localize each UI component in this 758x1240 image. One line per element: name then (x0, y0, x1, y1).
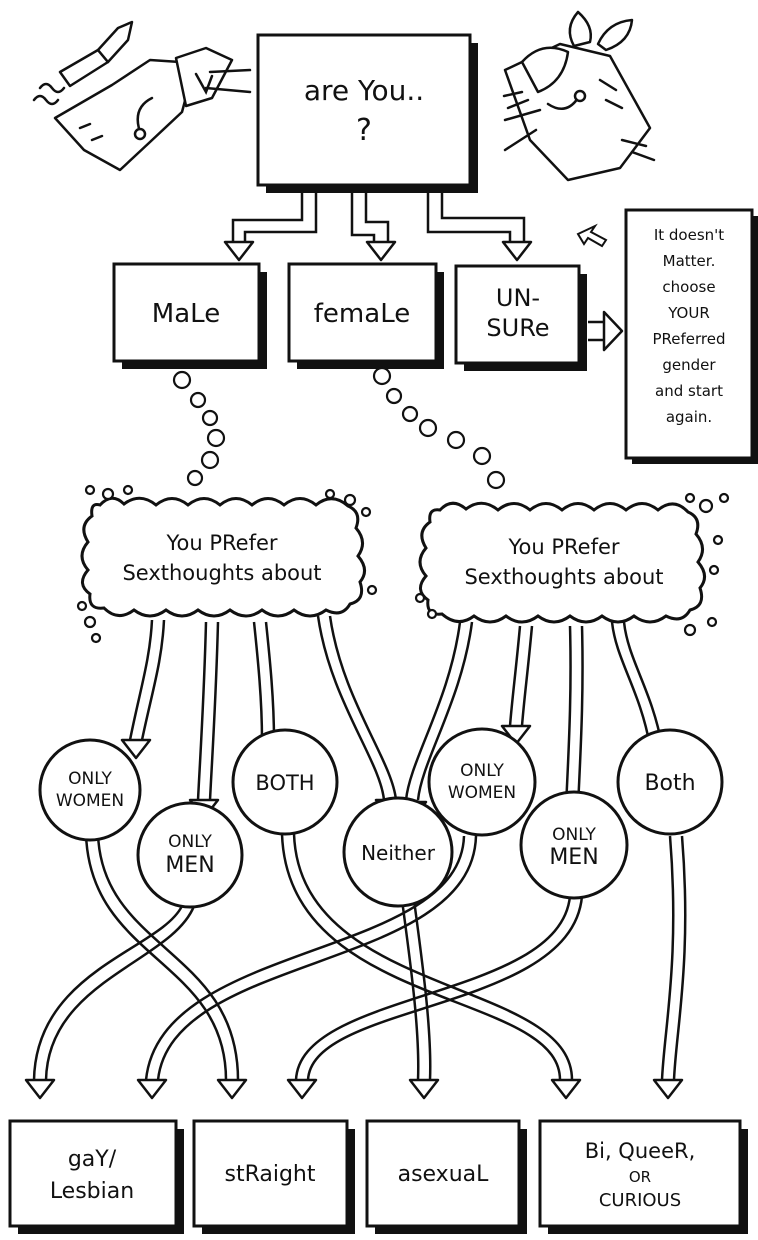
gender-box-male (112, 262, 267, 369)
note-line-5: PReferred (652, 330, 725, 348)
choice-circle-male-only-women (38, 738, 142, 842)
choice-circle-female-both (616, 728, 724, 836)
outcome-bi-queer-curious-3: CURIOUS (599, 1190, 681, 1211)
cloud-male-line-1: You PRefer (165, 531, 277, 555)
cloud-female-line-2: Sexthoughts about (464, 565, 663, 589)
arrows-to-choices (120, 615, 672, 828)
cloud-female-line-1: You PRefer (507, 535, 619, 559)
note-line-2: Matter. (663, 252, 716, 270)
outcome-gay-lesbian-1: gaY/ (68, 1147, 117, 1172)
outcome-asexual: asexuaL (398, 1162, 490, 1187)
choice-circle-female-only-women (427, 727, 537, 837)
choice-male-only-women-1: ONLY (68, 769, 112, 789)
outcome-bi-queer-curious-2: OR (629, 1168, 651, 1186)
note-text: It doesn't Matter. choose YOUR PReferred… (652, 226, 725, 426)
choice-female-only-women-2: WOMEN (448, 783, 516, 803)
choice-female-both: Both (644, 771, 695, 796)
choice-female-only-men-2: MEN (549, 845, 598, 870)
cloud-male (76, 484, 378, 644)
gender-label-male: MaLe (152, 299, 220, 329)
choice-male-only-men-1: ONLY (168, 832, 212, 852)
choice-neither: Neither (361, 841, 436, 865)
choice-circle-neither (342, 796, 454, 908)
gender-label-unsure-2: SURe (486, 314, 549, 342)
note-box (624, 208, 758, 464)
choice-male-only-women-2: WOMEN (56, 791, 124, 811)
gender-box-unsure (454, 264, 587, 371)
choice-female-only-women-1: ONLY (460, 761, 504, 781)
rocket-figure-left (32, 20, 252, 172)
outcome-box-bi-queer-curious (538, 1119, 748, 1234)
choice-male-both: BOTH (255, 771, 314, 795)
note-line-8: again. (666, 408, 712, 426)
note-line-7: and start (655, 382, 723, 400)
gender-label-unsure-1: UN- (496, 284, 540, 312)
gender-label-female: femaLe (314, 299, 410, 329)
thought-bubbles-female (372, 366, 506, 490)
choice-circle-female-only-men (519, 790, 629, 900)
question-box (256, 33, 478, 193)
note-line-4: YOUR (667, 304, 710, 322)
arrows-to-genders (223, 190, 533, 262)
outcome-gay-lesbian-2: Lesbian (50, 1179, 134, 1204)
question-text: are You.. (304, 74, 424, 107)
arrows-to-outcomes (24, 833, 687, 1100)
outcome-box-straight (192, 1119, 355, 1234)
choice-female-only-men-1: ONLY (552, 825, 596, 845)
gender-box-female (287, 262, 444, 369)
arrow-to-note (576, 223, 624, 352)
outcome-straight: stRaight (224, 1162, 315, 1187)
note-line-3: choose (662, 278, 715, 296)
cloud-female (414, 492, 730, 637)
choice-male-only-men-2: MEN (165, 853, 214, 878)
choice-circle-male-only-men (136, 801, 244, 909)
outcome-bi-queer-curious-1: Bi, QueeR, (585, 1139, 696, 1163)
winged-figure-right (502, 10, 656, 182)
cloud-male-line-2: Sexthoughts about (122, 561, 321, 585)
note-line-6: gender (662, 356, 716, 374)
question-mark: ? (356, 113, 372, 148)
outcome-box-asexual (365, 1119, 527, 1234)
outcome-box-gay-lesbian (8, 1119, 184, 1234)
thought-bubbles-male (172, 370, 226, 487)
note-line-1: It doesn't (654, 226, 724, 244)
choice-circle-male-both (231, 728, 339, 836)
